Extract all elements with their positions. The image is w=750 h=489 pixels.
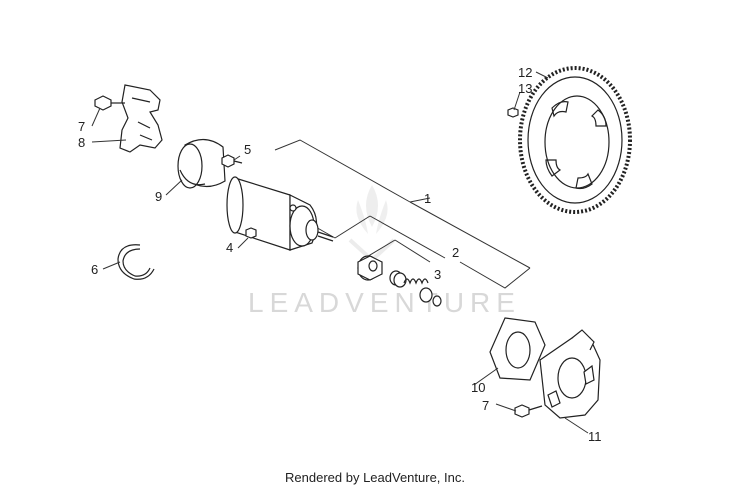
watermark-text: LEADVENTURE — [248, 287, 521, 318]
mounting-bracket-part — [119, 84, 163, 153]
footer-credit: Rendered by LeadVenture, Inc. — [285, 470, 465, 485]
callout-4: 4 — [226, 240, 233, 255]
retaining-ring-part — [117, 244, 155, 280]
adapter-plate-part — [489, 317, 546, 381]
leader-lines — [91, 71, 589, 434]
spring-collar-part — [389, 270, 442, 307]
pinion-gear-part — [357, 255, 383, 281]
callout-12: 12 — [518, 65, 532, 80]
bolt-part — [221, 154, 243, 168]
callout-13: 13 — [518, 81, 532, 96]
starter-motor-part — [226, 176, 334, 251]
callout-7-upper: 7 — [78, 119, 85, 134]
callout-11: 11 — [588, 429, 602, 444]
callout-2: 2 — [452, 245, 459, 260]
cover-part — [177, 138, 226, 189]
mounting-plate-part — [539, 329, 601, 419]
callout-8: 8 — [78, 135, 85, 150]
callout-5: 5 — [244, 142, 251, 157]
callout-10: 10 — [471, 380, 485, 395]
callout-9: 9 — [155, 189, 162, 204]
callout-6: 6 — [91, 262, 98, 277]
bolt-part — [94, 95, 125, 111]
ring-gear-part — [518, 66, 632, 214]
watermark — [348, 185, 396, 263]
callout-1: 1 — [424, 191, 431, 206]
screw-part — [245, 227, 257, 239]
callout-3: 3 — [434, 267, 441, 282]
bolt-part — [507, 107, 519, 118]
callout-7-lower: 7 — [482, 398, 489, 413]
bolt-part — [514, 404, 543, 418]
